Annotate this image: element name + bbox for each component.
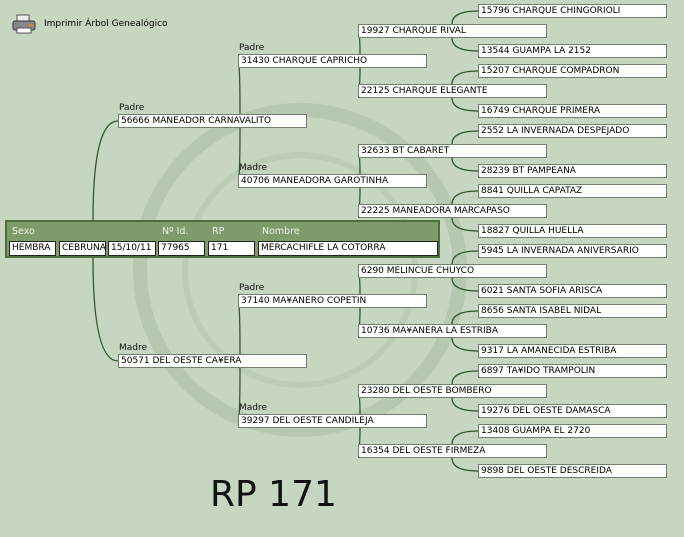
- gen3-ancestor-box[interactable]: 23280 DEL OESTE BOMBERO: [358, 384, 547, 398]
- subject-panel: Sexo Nº Id. RP Nombre HEMBRA CEBRUNA 15/…: [5, 220, 440, 258]
- connector-line: [451, 130, 479, 145]
- connector-line: [451, 397, 479, 412]
- gen4-ancestor-box[interactable]: 5945 LA INVERNADA ANIVERSARIO: [478, 244, 667, 258]
- padre-label: Padre: [239, 283, 265, 293]
- gen2-ancestor-box[interactable]: 39297 DEL OESTE CANDILEJA: [238, 414, 427, 428]
- gen4-ancestor-box[interactable]: 8656 SANTA ISABEL NIDAL: [478, 304, 667, 318]
- gen4-ancestor-box[interactable]: 13544 GUAMPA LA 2152: [478, 44, 667, 58]
- connector-line: [451, 70, 479, 85]
- gen4-ancestor-box[interactable]: 8841 QUILLA CAPATAZ: [478, 184, 667, 198]
- madre-label: Madre: [119, 343, 148, 353]
- printer-icon: [12, 14, 36, 34]
- gen4-ancestor-box[interactable]: 28239 BT PAMPEANA: [478, 164, 667, 178]
- connector-line: [92, 257, 119, 362]
- header-id: Nº Id.: [162, 226, 189, 237]
- connector-line: [451, 10, 479, 25]
- nombre-field[interactable]: MERCACHIFLE LA COTORRA: [258, 241, 438, 256]
- gen3-ancestor-box[interactable]: 22125 CHARQUE ELEGANTE: [358, 84, 547, 98]
- gen2-ancestor-box[interactable]: 31430 CHARQUE CAPRICHO: [238, 54, 427, 68]
- gen4-ancestor-box[interactable]: 9317 LA AMANECIDA ESTRIBA: [478, 344, 667, 358]
- connector-line: [451, 217, 479, 232]
- connector-line: [451, 37, 479, 52]
- connector-line: [451, 310, 479, 325]
- connector-line: [451, 250, 479, 265]
- gen4-ancestor-box[interactable]: 15207 CHARQUE COMPADRON: [478, 64, 667, 78]
- gen4-ancestor-box[interactable]: 19276 DEL OESTE DAMASCA: [478, 404, 667, 418]
- connector-line: [237, 60, 241, 115]
- gen2-ancestor-box[interactable]: 40706 MANEADORA GAROTINHA: [238, 174, 427, 188]
- gen4-ancestor-box[interactable]: 15796 CHARQUE CHINGORIOLI: [478, 4, 667, 18]
- connector-line: [451, 97, 479, 112]
- rp-field[interactable]: 171: [208, 241, 255, 256]
- connector-line: [451, 190, 479, 205]
- gen3-ancestor-box[interactable]: 22225 MANEADORA MARCAPASO: [358, 204, 547, 218]
- print-tree-button[interactable]: Imprimir Árbol Genealógico: [12, 14, 168, 34]
- rp-title: RP 171: [210, 474, 337, 515]
- padre-label: Padre: [119, 103, 145, 113]
- connector-line: [451, 370, 479, 385]
- gen3-ancestor-box[interactable]: 32633 BT CABARET: [358, 144, 547, 158]
- header-sexo: Sexo: [12, 226, 35, 237]
- connector-line: [92, 120, 119, 221]
- gen4-ancestor-box[interactable]: 16749 CHARQUE PRIMERA: [478, 104, 667, 118]
- gen2-ancestor-box[interactable]: 37140 MA¥ANERO COPETIN: [238, 294, 427, 308]
- header-rp: RP: [212, 226, 225, 237]
- connector-line: [451, 337, 479, 352]
- gen1-ancestor-box[interactable]: 50571 DEL OESTE CA¥ERA: [118, 354, 307, 368]
- connector-line: [451, 157, 479, 172]
- gen3-ancestor-box[interactable]: 6290 MELINCUE CHUYCO: [358, 264, 547, 278]
- fecha-field[interactable]: 15/10/11: [108, 241, 156, 256]
- madre-label: Madre: [239, 163, 268, 173]
- print-label: Imprimir Árbol Genealógico: [44, 19, 168, 29]
- gen4-ancestor-box[interactable]: 9898 DEL OESTE DESCREIDA: [478, 464, 667, 478]
- connector-line: [451, 277, 479, 292]
- madre-label: Madre: [239, 403, 268, 413]
- gen1-ancestor-box[interactable]: 56666 MANEADOR CARNAVALITO: [118, 114, 307, 128]
- connector-line: [451, 457, 479, 472]
- gen3-ancestor-box[interactable]: 10736 MA¥ANERA LA ESTRIBA: [358, 324, 547, 338]
- connector-line: [451, 430, 479, 445]
- gen4-ancestor-box[interactable]: 6897 TA¥IDO TRAMPOLIN: [478, 364, 667, 378]
- gen4-ancestor-box[interactable]: 2552 LA INVERNADA DESPEJADO: [478, 124, 667, 138]
- sexo-field[interactable]: HEMBRA: [9, 241, 56, 256]
- gen4-ancestor-box[interactable]: 6021 SANTA SOFIA ARISCA: [478, 284, 667, 298]
- padre-label: Padre: [239, 43, 265, 53]
- gen4-ancestor-box[interactable]: 13408 GUAMPA EL 2720: [478, 424, 667, 438]
- header-nombre: Nombre: [262, 226, 300, 237]
- connector-line: [237, 300, 241, 355]
- gen3-ancestor-box[interactable]: 16354 DEL OESTE FIRMEZA: [358, 444, 547, 458]
- gen4-ancestor-box[interactable]: 18827 QUILLA HUELLA: [478, 224, 667, 238]
- pelaje-field[interactable]: CEBRUNA: [59, 241, 106, 256]
- gen3-ancestor-box[interactable]: 19927 CHARQUE RIVAL: [358, 24, 547, 38]
- id-field[interactable]: 77965: [158, 241, 205, 256]
